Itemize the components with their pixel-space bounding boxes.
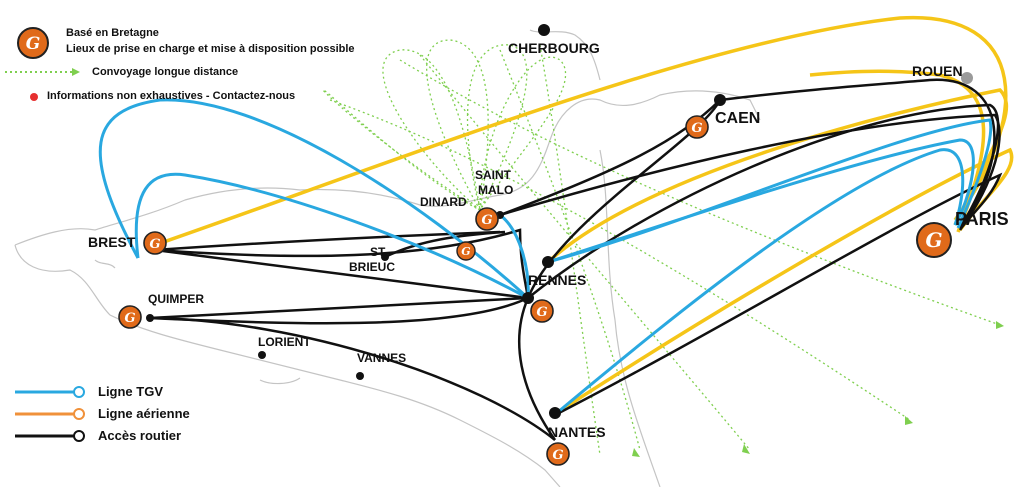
city-label-brieuc: BRIEUC	[349, 260, 396, 274]
convoy-arrowhead	[996, 321, 1004, 329]
city-label-brest: BREST	[88, 234, 136, 250]
rouen-dot	[961, 72, 973, 84]
logo-letter: G	[925, 228, 942, 252]
logo-paris: G	[916, 222, 952, 258]
logo-letter: G	[536, 305, 547, 320]
city-label-nantes: NANTES	[548, 424, 606, 440]
logo-legend: G	[17, 27, 49, 59]
legend-bottom-graphics	[15, 386, 85, 442]
legend-air: Ligne aérienne	[98, 406, 190, 421]
legend-road: Accès routier	[98, 428, 182, 443]
vannes-dot	[356, 372, 364, 380]
base-logos: G G G G G G G G G	[17, 27, 952, 466]
logo-letter: G	[124, 311, 135, 326]
legend-convoy: Convoyage longue distance	[92, 66, 239, 78]
logo-letter: G	[26, 34, 41, 54]
convoy-arrowhead	[632, 448, 640, 457]
city-dots	[146, 24, 973, 419]
quimper-dot	[146, 314, 154, 322]
legend-top-graphics	[5, 68, 80, 101]
convoy-arrowhead	[742, 444, 750, 454]
lorient-dot	[258, 351, 266, 359]
city-label-paris: PARIS	[955, 209, 1009, 229]
logo-letter: G	[481, 213, 492, 228]
logo-brest: G	[143, 231, 167, 255]
legend-tgv: Ligne TGV	[98, 384, 163, 399]
road-routes	[149, 78, 1003, 441]
legend-info: Informations non exhaustives - Contactez…	[47, 90, 296, 102]
logo-letter: G	[691, 121, 702, 136]
city-label-rennes: RENNES	[528, 272, 587, 288]
logo-letter: G	[149, 237, 160, 252]
city-label-dinard: DINARD	[420, 195, 467, 209]
tgv-routes	[98, 98, 993, 414]
city-label-malo: MALO	[478, 183, 514, 197]
logo-dinard: G	[456, 241, 476, 261]
logo-letter: G	[552, 448, 563, 463]
rennes-hub-dot	[522, 292, 534, 304]
city-label-lorient: LORIENT	[258, 335, 311, 349]
air-routes	[154, 15, 1014, 414]
logo-caen: G	[685, 115, 709, 139]
logo-rennes: G	[530, 299, 554, 323]
cherbourg-dot	[538, 24, 550, 36]
city-label-saint: SAINT	[475, 168, 511, 182]
city-label-caen: CAEN	[715, 110, 761, 127]
nantes-dot	[549, 407, 561, 419]
legend-base-line2: Lieux de prise en charge et mise à dispo…	[66, 43, 355, 55]
city-label-vannes: VANNES	[357, 351, 407, 365]
caen-dot	[714, 94, 726, 106]
info-dot	[30, 93, 38, 101]
logo-saint-malo: G	[475, 207, 499, 231]
city-label-st: ST	[370, 245, 386, 259]
convoy-arrowhead	[905, 416, 913, 425]
st-brieuc-dot	[381, 253, 389, 261]
logo-nantes: G	[546, 442, 570, 466]
logo-letter: G	[461, 245, 470, 258]
city-label-cherbourg: CHERBOURG	[508, 40, 600, 56]
city-label-rouen: ROUEN	[912, 63, 963, 79]
legend-base-line1: Basé en Bretagne	[66, 27, 159, 39]
city-label-quimper: QUIMPER	[148, 292, 205, 306]
rennes-dot	[542, 256, 554, 268]
logo-quimper: G	[118, 305, 142, 329]
